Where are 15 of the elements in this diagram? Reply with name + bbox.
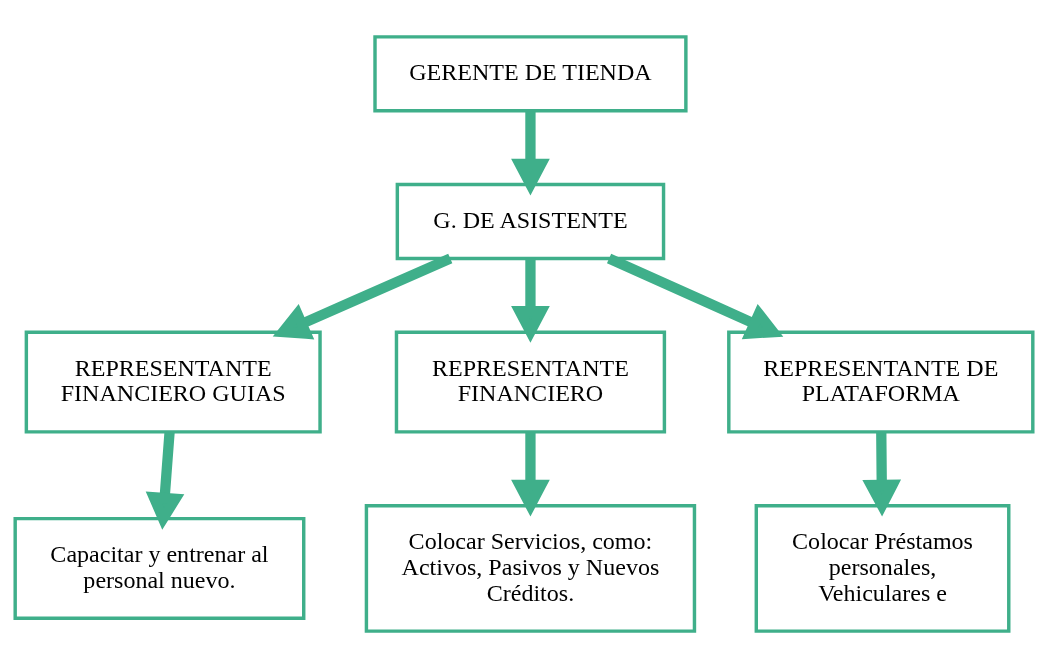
- arrow: [511, 258, 550, 343]
- node-box: G. DE ASISTENTE: [395, 182, 666, 260]
- node-box: Colocar Préstamos personales, Vehiculares e: [754, 503, 1011, 633]
- node-box: REPRESENTANTE DE PLATAFORMA: [727, 330, 1035, 434]
- arrow: [606, 253, 784, 339]
- arrow: [862, 431, 902, 517]
- node-box: Capacitar y entrenar al personal nuevo.: [13, 516, 306, 620]
- arrow: [511, 431, 550, 517]
- node-box: REPRESENTANTE FINANCIERO: [394, 330, 667, 434]
- node-box: Colocar Servicios, como: Activos, Pasivos y Nuevos Créditos.: [364, 503, 697, 633]
- node-box: REPRESENTANTE FINANCIERO GUIAS: [24, 330, 322, 434]
- arrow: [145, 431, 185, 530]
- arrow: [511, 110, 550, 196]
- node-box: GERENTE DE TIENDA: [373, 34, 688, 112]
- arrow: [272, 253, 453, 339]
